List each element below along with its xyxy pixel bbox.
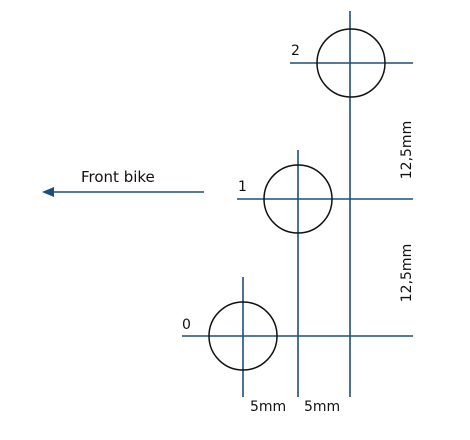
horizontal-spacing-label-right: 5mm <box>304 399 340 415</box>
hole-1-label: 1 <box>238 179 247 195</box>
hole-1-circle <box>263 164 333 234</box>
hole-2-label: 2 <box>291 43 300 59</box>
hole-0-label: 0 <box>182 317 191 333</box>
horizontal-spacing-label-left: 5mm <box>250 399 286 415</box>
hole-2: 2 <box>290 11 413 397</box>
hole-0-circle <box>208 301 278 371</box>
hole-2-circle <box>316 28 386 98</box>
front-bike-label: Front bike <box>81 168 155 186</box>
vertical-spacing-label-upper: 12,5mm <box>399 121 415 179</box>
arrow-left-icon <box>42 187 54 197</box>
front-direction-arrow <box>42 187 204 197</box>
hole-1: 1 <box>237 150 413 397</box>
vertical-spacing-label-lower: 12,5mm <box>399 244 415 302</box>
